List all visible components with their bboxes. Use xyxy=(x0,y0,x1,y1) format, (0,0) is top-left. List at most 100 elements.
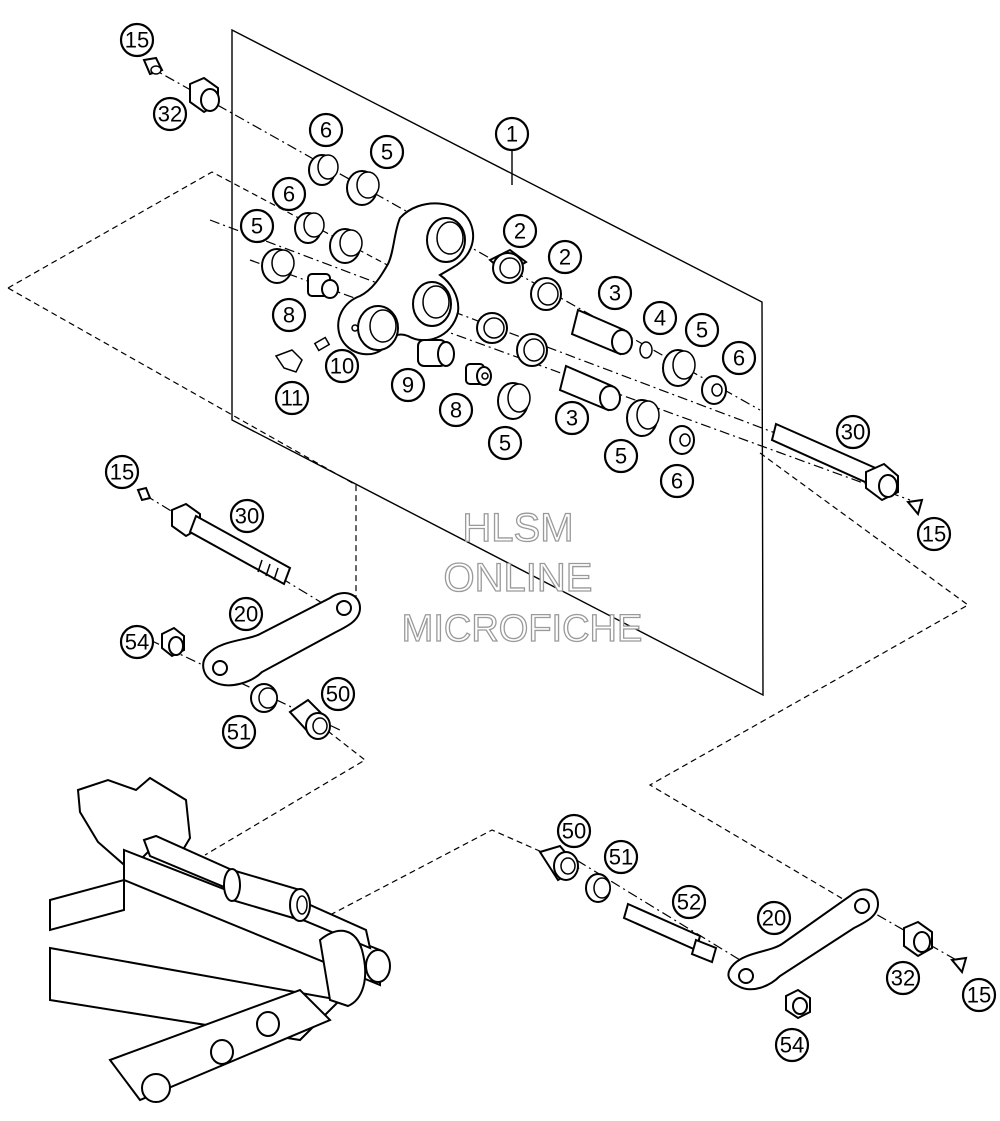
callout-label: 5 xyxy=(499,431,511,456)
callout-15: 15 xyxy=(916,516,952,552)
explosion-path-right xyxy=(648,452,970,916)
callout-label: 3 xyxy=(566,406,578,431)
callout-6: 6 xyxy=(271,176,307,212)
callout-11: 11 xyxy=(274,380,310,416)
shaft-52 xyxy=(622,902,718,964)
grease-nipple-10 xyxy=(313,336,331,352)
bearing-5-right-upper xyxy=(662,349,696,387)
callout-5: 5 xyxy=(603,438,639,474)
callout-label: 10 xyxy=(330,354,354,379)
callout-label: 15 xyxy=(125,28,149,53)
left-link-assembly xyxy=(136,486,362,740)
seal-6-left xyxy=(294,212,325,244)
right-link-assembly xyxy=(538,844,968,1020)
explosion-path-frame-left xyxy=(204,724,367,856)
callout-label: 4 xyxy=(654,306,666,331)
bearing-5-mid xyxy=(329,228,363,264)
callout-label: 2 xyxy=(559,245,571,270)
seal-6-right-upper xyxy=(701,375,727,405)
callout-label: 8 xyxy=(283,303,295,328)
callout-label: 20 xyxy=(234,602,258,627)
callout-label: 20 xyxy=(762,906,786,931)
cap-15-bottom-right xyxy=(950,956,968,975)
watermark: HLSM ONLINE MICROFICHE xyxy=(401,505,643,650)
watermark-line-1: HLSM xyxy=(462,506,573,550)
bolt-30-left xyxy=(171,502,292,586)
callout-label: 15 xyxy=(922,522,946,547)
bearing-5-lower xyxy=(497,382,531,420)
nut-32-right xyxy=(903,920,933,958)
rocker-lever-body xyxy=(337,202,475,356)
callout-label: 15 xyxy=(967,983,991,1008)
bearing-50-right xyxy=(538,844,580,882)
callout-2: 2 xyxy=(547,239,583,275)
callout-50: 50 xyxy=(320,676,356,712)
callout-1: 1 xyxy=(494,116,530,152)
callout-label: 5 xyxy=(381,140,393,165)
bearing-5-right-lower xyxy=(626,399,660,437)
callout-label: 30 xyxy=(841,420,865,445)
callout-3: 3 xyxy=(597,275,633,311)
callout-2: 2 xyxy=(502,213,538,249)
callout-label: 1 xyxy=(506,122,518,147)
needle-bearing-2-upper xyxy=(488,248,528,284)
sleeve-3-upper xyxy=(570,308,633,356)
callout-51: 51 xyxy=(603,839,639,875)
bush-9 xyxy=(417,339,455,367)
callout-15: 15 xyxy=(104,454,140,490)
cap-15-left xyxy=(136,486,152,502)
callout-30: 30 xyxy=(229,498,265,534)
callout-9: 9 xyxy=(390,367,426,403)
callout-label: 50 xyxy=(562,819,586,844)
watermark-line-2: ONLINE xyxy=(444,556,593,600)
callout-label: 6 xyxy=(671,469,683,494)
callout-51: 51 xyxy=(221,714,257,750)
nut-54-right xyxy=(785,988,811,1020)
oring-4 xyxy=(639,341,653,359)
callout-30: 30 xyxy=(835,414,871,450)
callout-label: 54 xyxy=(780,1033,804,1058)
callout-3: 3 xyxy=(554,400,590,436)
callout-54: 54 xyxy=(119,624,155,660)
callout-10: 10 xyxy=(324,348,360,384)
needle-bearing-2-lower xyxy=(530,277,562,311)
callout-52: 52 xyxy=(671,884,707,920)
clip-11 xyxy=(274,349,303,373)
callout-54: 54 xyxy=(774,1027,810,1063)
callout-label: 30 xyxy=(235,504,259,529)
assembly-panel-outline xyxy=(231,28,764,697)
callout-20: 20 xyxy=(228,596,264,632)
callout-label: 32 xyxy=(158,102,182,127)
callout-label: 54 xyxy=(125,630,149,655)
callout-label: 11 xyxy=(281,386,304,411)
callout-label: 6 xyxy=(733,346,745,371)
nut-32-top xyxy=(189,76,220,114)
callout-32: 32 xyxy=(152,96,188,132)
needle-bearing-2c xyxy=(476,312,508,344)
linkage-lever-assembly xyxy=(142,56,924,517)
spacer-8-left xyxy=(307,273,339,299)
cap-15-right xyxy=(906,498,924,517)
callout-50: 50 xyxy=(556,813,592,849)
bearing-5-left xyxy=(261,248,295,284)
callout-label: 50 xyxy=(326,682,350,707)
callouts: 15 32 6 5 1 6 5 2 2 3 4 5 6 8 10 11 9 8 … xyxy=(104,22,997,1063)
callout-15: 15 xyxy=(119,22,155,58)
callout-label: 5 xyxy=(251,214,263,239)
explosion-path-left xyxy=(7,171,443,295)
callout-label: 9 xyxy=(402,373,414,398)
watermark-line-3: MICROFICHE xyxy=(402,608,643,650)
explosion-path-frame-right xyxy=(329,829,561,916)
callout-label: 8 xyxy=(450,398,462,423)
link-rod-20-left xyxy=(202,592,362,687)
sleeve-3-lower xyxy=(558,364,621,412)
link-rod-20-right xyxy=(727,888,880,991)
bearing-50-left xyxy=(288,698,331,740)
callout-32: 32 xyxy=(885,960,921,996)
bearing-5-upper xyxy=(346,170,380,206)
axis-upper xyxy=(147,65,761,411)
callout-8: 8 xyxy=(271,297,307,333)
callout-6: 6 xyxy=(308,112,344,148)
callout-8: 8 xyxy=(438,392,474,428)
